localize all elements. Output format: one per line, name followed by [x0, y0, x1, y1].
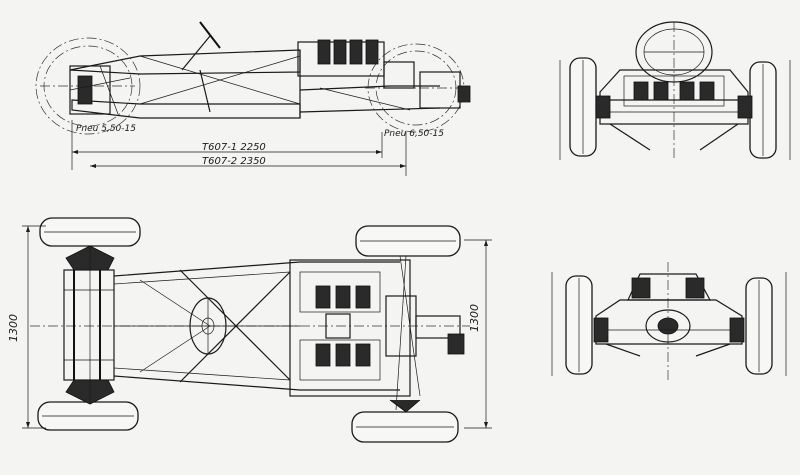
- side-view: [35, 21, 471, 135]
- track-dimension-front: [22, 225, 46, 429]
- track-rear-label: 1300: [468, 304, 481, 332]
- engine-side: [297, 39, 471, 109]
- track-dimension-rear: [464, 239, 492, 429]
- wheelbase-dimension: [71, 120, 407, 176]
- steering-wheel-side: [181, 21, 221, 71]
- front-suspension-side: [69, 65, 131, 115]
- wheelbase-t607-2: T607-2 2350: [202, 156, 266, 167]
- front-wheel-side: [35, 37, 141, 135]
- rear-view: [551, 262, 787, 380]
- front-tire-label: Pneu 5,50-15: [76, 124, 136, 134]
- track-front-label: 1300: [7, 314, 20, 342]
- plan-view: [30, 217, 470, 443]
- rear-wheel-side: [365, 43, 470, 133]
- front-view: [559, 21, 791, 160]
- wheelbase-t607-1: T607-1 2250: [202, 142, 266, 153]
- frame-side: [69, 49, 441, 119]
- rear-tire-label: Pneu 6,50-15: [384, 129, 444, 139]
